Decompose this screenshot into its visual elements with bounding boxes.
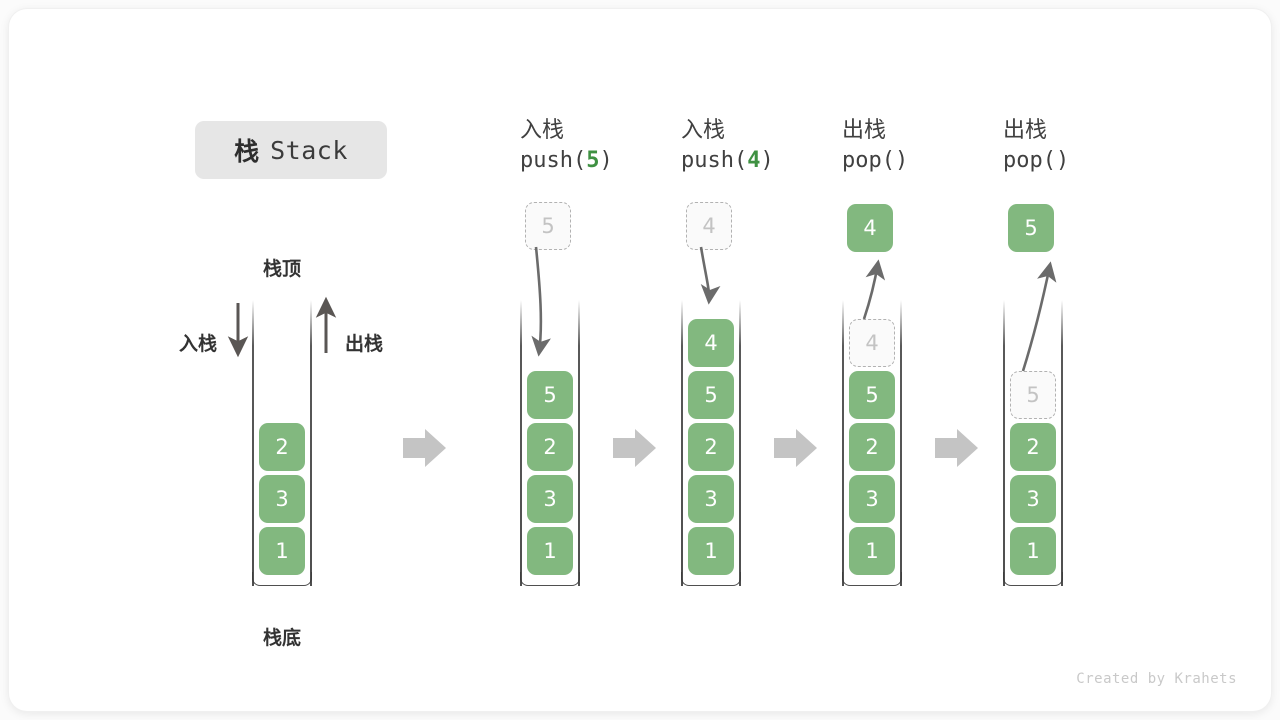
page-title-cn: 栈 bbox=[234, 138, 261, 166]
column-header-code: push(4) bbox=[681, 144, 851, 177]
tube-wall-right bbox=[310, 300, 312, 586]
tube-wall-left bbox=[520, 300, 522, 586]
stack-cell-removed[interactable]: 4 bbox=[849, 319, 895, 367]
label-pop-direction: 出栈 bbox=[345, 334, 384, 355]
label-stack-bottom: 栈底 bbox=[263, 628, 302, 649]
flow-arrow-icon bbox=[774, 429, 817, 467]
flow-arrow-icon bbox=[403, 429, 446, 467]
column-header-cn: 入栈 bbox=[520, 117, 565, 142]
code-post: ) bbox=[1055, 148, 1070, 173]
stack-cell[interactable]: 3 bbox=[527, 475, 573, 523]
stack-tube-push-4 bbox=[681, 300, 741, 586]
tube-wall-right bbox=[1061, 300, 1063, 586]
page-title: 栈 Stack bbox=[195, 121, 387, 179]
stack-cell[interactable]: 3 bbox=[849, 475, 895, 523]
stack-cell[interactable]: 1 bbox=[849, 527, 895, 575]
stack-cell[interactable]: 3 bbox=[1010, 475, 1056, 523]
stack-cell[interactable]: 3 bbox=[688, 475, 734, 523]
stack-cell[interactable]: 5 bbox=[849, 371, 895, 419]
column-header-code: pop() bbox=[1003, 144, 1173, 177]
stack-cell[interactable]: 1 bbox=[527, 527, 573, 575]
motion-arrow-push-4 bbox=[699, 246, 721, 305]
stack-cell[interactable]: 2 bbox=[259, 423, 305, 471]
column-header-pop-1: 出栈 pop() bbox=[842, 115, 1012, 177]
flow-arrow-icon bbox=[613, 429, 656, 467]
column-header-code: pop() bbox=[842, 144, 1012, 177]
column-header-push-5: 入栈 push(5) bbox=[520, 115, 690, 177]
stack-cell[interactable]: 3 bbox=[259, 475, 305, 523]
column-header-cn: 入栈 bbox=[681, 117, 726, 142]
code-arg: 5 bbox=[586, 148, 600, 173]
stack-cell[interactable]: 2 bbox=[1010, 423, 1056, 471]
stack-cell[interactable]: 1 bbox=[1010, 527, 1056, 575]
column-header-cn: 出栈 bbox=[1003, 117, 1048, 142]
stack-cell[interactable]: 5 bbox=[688, 371, 734, 419]
tube-floor bbox=[252, 572, 312, 586]
code-post: ) bbox=[760, 148, 774, 173]
tube-floor bbox=[520, 572, 580, 586]
page-title-en: Stack bbox=[270, 135, 348, 165]
stack-tube-pop-4 bbox=[842, 300, 902, 586]
credit-text: Created by Krahets bbox=[1076, 671, 1237, 687]
tube-wall-right bbox=[578, 300, 580, 586]
stack-cell[interactable]: 4 bbox=[688, 319, 734, 367]
tube-wall-right bbox=[900, 300, 902, 586]
tube-wall-left bbox=[681, 300, 683, 586]
tube-floor bbox=[842, 572, 902, 586]
code-post: ) bbox=[599, 148, 613, 173]
code-pre: pop( bbox=[1003, 148, 1056, 173]
floating-cell-push-5[interactable]: 5 bbox=[525, 202, 571, 250]
stack-cell[interactable]: 2 bbox=[849, 423, 895, 471]
tube-wall-left bbox=[842, 300, 844, 586]
stack-tube-pop-5 bbox=[1003, 300, 1063, 586]
label-push-direction: 入栈 bbox=[179, 334, 218, 355]
diagram-card: 栈 Stack 栈顶 栈底 入栈 出栈 入栈 push(5) 入栈 push(4… bbox=[9, 9, 1271, 711]
code-pre: push( bbox=[520, 148, 587, 173]
stack-cell[interactable]: 1 bbox=[688, 527, 734, 575]
tube-wall-left bbox=[1003, 300, 1005, 586]
stack-tube-push-5 bbox=[520, 300, 580, 586]
floating-cell-pop-5[interactable]: 5 bbox=[1008, 204, 1054, 252]
label-stack-top: 栈顶 bbox=[263, 259, 302, 280]
code-pre: pop( bbox=[842, 148, 895, 173]
tube-wall-left bbox=[252, 300, 254, 586]
tube-floor bbox=[1003, 572, 1063, 586]
code-pre: push( bbox=[681, 148, 748, 173]
stack-tube-initial bbox=[252, 300, 312, 586]
floating-cell-push-4[interactable]: 4 bbox=[686, 202, 732, 250]
code-arg: 4 bbox=[747, 148, 761, 173]
column-header-push-4: 入栈 push(4) bbox=[681, 115, 851, 177]
tube-wall-right bbox=[739, 300, 741, 586]
flow-arrow-icon bbox=[935, 429, 978, 467]
code-post: ) bbox=[894, 148, 909, 173]
floating-cell-pop-4[interactable]: 4 bbox=[847, 204, 893, 252]
column-header-cn: 出栈 bbox=[842, 117, 887, 142]
column-header-pop-2: 出栈 pop() bbox=[1003, 115, 1173, 177]
stack-cell[interactable]: 1 bbox=[259, 527, 305, 575]
stack-cell[interactable]: 5 bbox=[527, 371, 573, 419]
column-header-code: push(5) bbox=[520, 144, 690, 177]
stack-cell-removed[interactable]: 5 bbox=[1010, 371, 1056, 419]
stack-cell[interactable]: 2 bbox=[527, 423, 573, 471]
stack-cell[interactable]: 2 bbox=[688, 423, 734, 471]
tube-floor bbox=[681, 572, 741, 586]
